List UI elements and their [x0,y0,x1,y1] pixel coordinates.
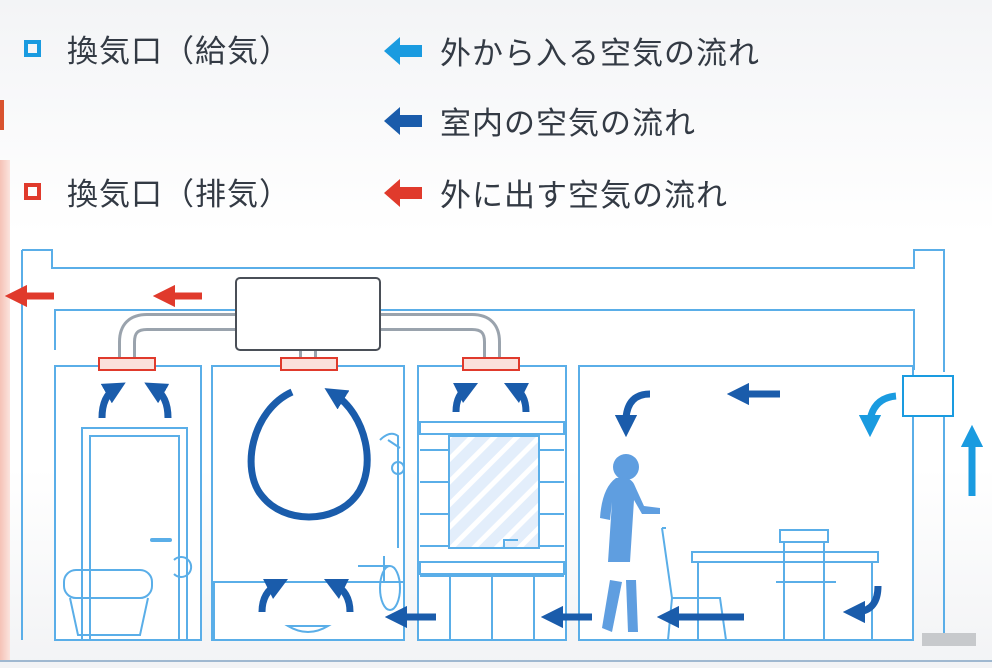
legend-exhaust-flow-label: 外に出す空気の流れ [440,178,728,214]
legend-intake-vent: 換気口（給気） [24,26,291,71]
outside-in-flow-arrows [858,392,984,496]
legend-exhaust-flow: 外に出す空気の流れ [384,170,728,215]
exhaust-vent-toilet [98,357,156,371]
credit-logo [922,633,976,646]
mirror [448,435,540,549]
indoor-flow-arrows [98,382,882,629]
person-silhouette [600,454,660,632]
toilet-details [63,427,193,641]
intake-vent [902,375,954,417]
exhaust-vent-bath [280,357,338,371]
exhaust-vent-wash [462,357,520,371]
exhaust-vent-icon [24,183,41,200]
legend-exhaust-vent: 換気口（排気） [24,169,291,214]
arrow-left-icon [384,36,422,65]
exhaust-vents [98,357,520,371]
washroom-details [419,421,565,640]
legend-exhaust-vent-label: 換気口（排気） [67,177,291,213]
legend-indoor-flow-label: 室内の空気の流れ [440,106,696,142]
legend-outside-in-flow: 外から入る空気の流れ [384,28,760,73]
arrow-left-icon [384,178,422,207]
building-outline [21,249,945,640]
legend-intake-vent-label: 換気口（給気） [67,34,291,70]
left-edge-strip [0,160,10,660]
footer-line [0,660,992,662]
legend-outside-in-flow-label: 外から入る空気の流れ [440,36,760,72]
ventilation-duct-inner [121,316,498,358]
legend-indoor-flow: 室内の空気の流れ [384,98,696,143]
toilet-room [54,365,202,641]
bathroom-details [212,432,405,640]
bathroom [211,365,405,641]
arrow-left-icon [384,106,422,135]
ventilation-unit [235,277,381,351]
intake-vent-icon [24,40,41,57]
left-edge-mark [0,100,4,130]
